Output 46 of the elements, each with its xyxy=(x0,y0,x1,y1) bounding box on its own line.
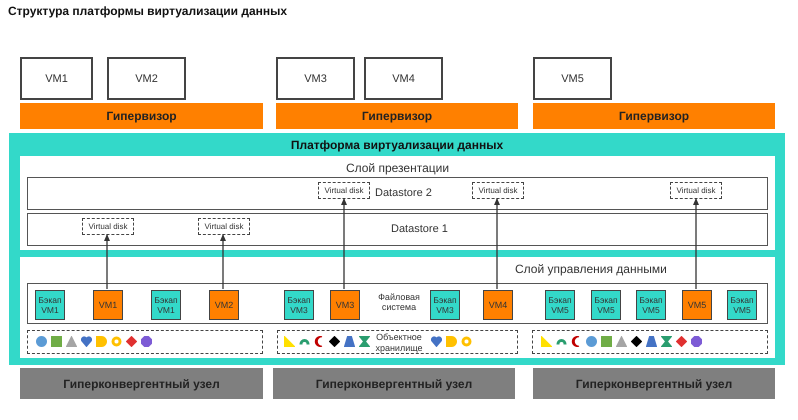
backup-box: Бэкап VM5 xyxy=(591,290,621,320)
platform-panel xyxy=(9,133,785,365)
arrow xyxy=(220,234,226,289)
datastore-box xyxy=(27,177,768,210)
backup-box: Бэкап VM5 xyxy=(545,290,575,320)
vm-file-box: VM3 xyxy=(330,290,360,320)
datastore-label: Datastore 1 xyxy=(391,223,448,235)
backup-box: Бэкап VM5 xyxy=(636,290,666,320)
vm-file-box: VM1 xyxy=(93,290,123,320)
backup-box: Бэкап VM1 xyxy=(35,290,65,320)
vm-box: VM4 xyxy=(364,57,443,100)
vm-box: VM2 xyxy=(107,57,186,100)
object-storage-box xyxy=(532,330,768,354)
backup-box: Бэкап VM3 xyxy=(284,290,314,320)
arrow xyxy=(693,198,699,289)
arrow xyxy=(104,234,110,289)
datastore-box xyxy=(27,213,768,246)
arrow xyxy=(494,198,500,289)
backup-box: Бэкап VM5 xyxy=(727,290,757,320)
vm-file-box: VM4 xyxy=(483,290,513,320)
object-storage-box xyxy=(277,330,518,354)
platform-title: Платформа виртуализации данных xyxy=(290,138,504,152)
layer-title: Слой презентации xyxy=(344,161,450,175)
layer-title: Слой управления данными xyxy=(515,262,667,276)
layer-panel xyxy=(20,257,775,358)
hyperconverged-node-bar: Гиперконвергентный узел xyxy=(533,368,775,399)
hypervisor-bar: Гипервизор xyxy=(276,103,518,129)
diagram-title: Структура платформы виртуализации данных xyxy=(8,4,288,18)
backup-box: Бэкап VM1 xyxy=(151,290,181,320)
file-system-label: Файловая система xyxy=(377,292,421,312)
vm-box: VM5 xyxy=(533,57,612,100)
object-storage-label: Объектное хранилище xyxy=(374,332,424,354)
vm-file-box: VM2 xyxy=(209,290,239,320)
hyperconverged-node-bar: Гиперконвергентный узел xyxy=(273,368,515,399)
vm-box: VM3 xyxy=(276,57,355,100)
hypervisor-bar: Гипервизор xyxy=(20,103,263,129)
arrow xyxy=(341,198,347,289)
vm-box: VM1 xyxy=(20,57,93,100)
layer-panel xyxy=(20,156,775,250)
hypervisor-bar: Гипервизор xyxy=(533,103,775,129)
file-system-box xyxy=(27,283,768,324)
backup-box: Бэкап VM3 xyxy=(430,290,460,320)
vm-file-box: VM5 xyxy=(682,290,712,320)
datastore-label: Datastore 2 xyxy=(375,187,432,199)
hyperconverged-node-bar: Гиперконвергентный узел xyxy=(20,368,263,399)
object-storage-box xyxy=(27,330,263,354)
